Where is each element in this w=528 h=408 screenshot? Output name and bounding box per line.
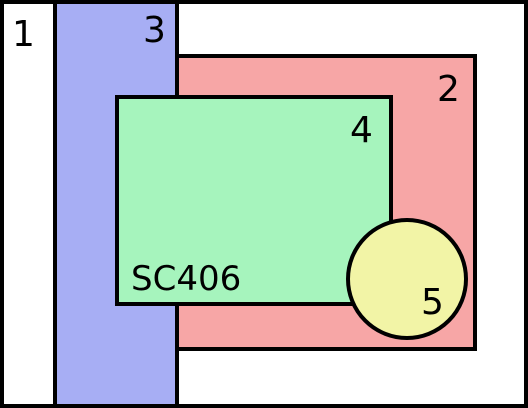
region-5-label: 5: [421, 282, 444, 323]
region-4-label: 4: [350, 110, 373, 151]
region-1-label: 1: [12, 14, 35, 55]
diagram-code-label: SC406: [131, 259, 241, 299]
region-5-circle: [346, 218, 468, 340]
region-4-rect: [115, 95, 393, 306]
region-3-label: 3: [143, 10, 166, 51]
region-2-label: 2: [437, 69, 460, 110]
